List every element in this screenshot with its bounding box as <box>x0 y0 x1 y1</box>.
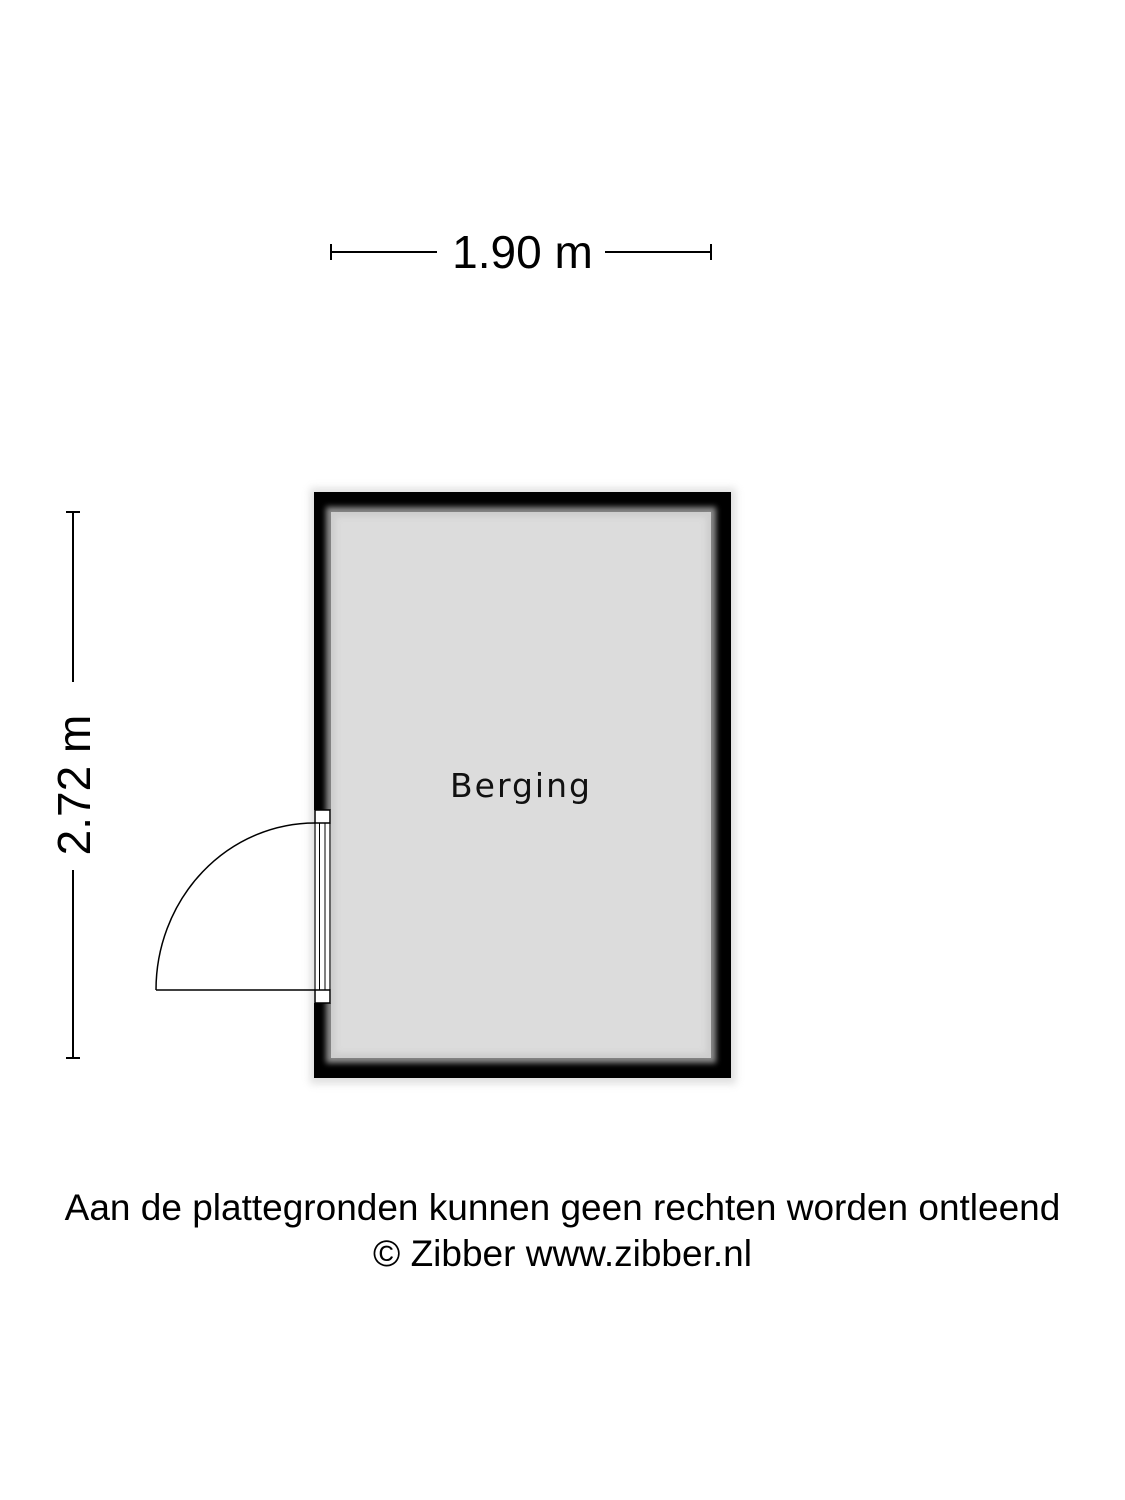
height-dimension-label: 2.72 m <box>48 714 100 856</box>
width-dimension-line <box>330 244 712 260</box>
door <box>155 809 331 1004</box>
width-dimension-label: 1.90 m <box>452 226 593 278</box>
door-swing-arc <box>155 822 316 991</box>
room-label-berging: Berging <box>450 766 592 805</box>
height-dimension-line <box>66 511 80 1059</box>
disclaimer-text: Aan de plattegronden kunnen geen rechten… <box>64 1187 1061 1228</box>
copyright-text: © Zibber www.zibber.nl <box>373 1233 752 1274</box>
room-berging-floor <box>331 512 711 1058</box>
